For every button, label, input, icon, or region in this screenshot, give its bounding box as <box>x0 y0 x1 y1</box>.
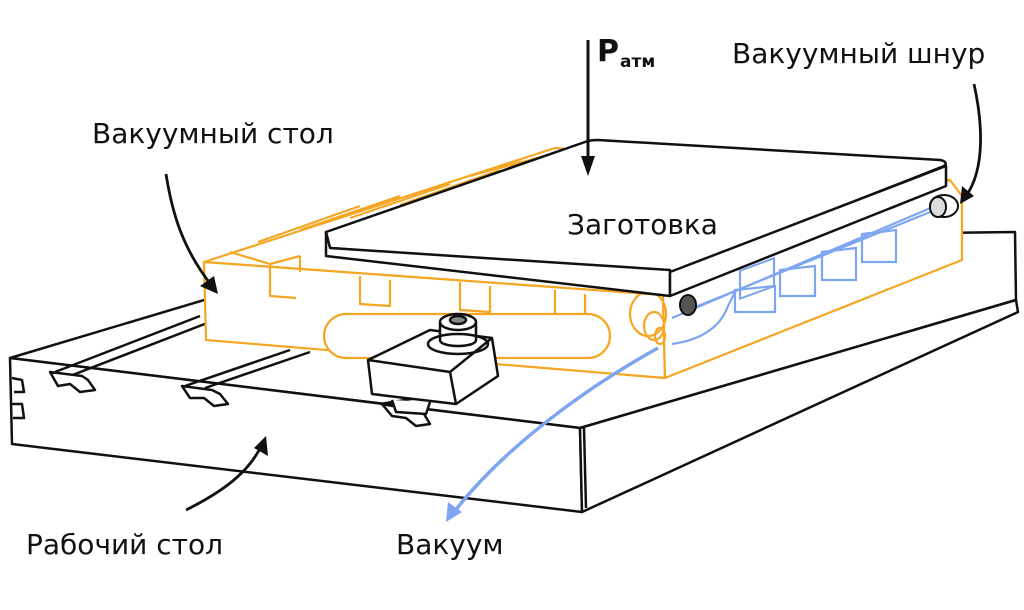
leader-vacuum-cord <box>960 83 982 204</box>
vacuum-table-rib <box>257 158 541 244</box>
pressure-label-main: P <box>597 34 619 69</box>
clamp <box>366 312 500 416</box>
work-table-label: Рабочий стол <box>26 528 224 561</box>
clamp-foot <box>390 399 432 416</box>
clamp-top <box>367 337 493 405</box>
pressure-label: Pатм <box>597 34 656 72</box>
t-slot-profile <box>180 384 230 408</box>
vacuum-table-rib <box>229 250 302 300</box>
workpiece-label: Заготовка <box>567 208 718 241</box>
edge-notch <box>12 402 26 420</box>
vacuum-table-label: Вакуумный стол <box>92 117 334 150</box>
t-slot-profile <box>48 370 97 394</box>
vacuum-table-cut <box>458 282 492 314</box>
leader-vacuum-table <box>164 173 218 294</box>
vacuum-flow-arrow <box>446 346 659 522</box>
vacuum-cord-label: Вакуумный шнур <box>732 37 986 70</box>
vacuum-channels <box>671 202 941 346</box>
vacuum-cord <box>929 194 959 218</box>
clamp-washer <box>426 332 490 356</box>
pressure-label-sub: атм <box>620 52 656 72</box>
edge-notch <box>11 376 26 394</box>
edge-line <box>582 427 588 509</box>
pressure-arrow <box>581 40 595 176</box>
t-slot-groove <box>54 314 216 378</box>
t-slot-groove <box>184 348 311 390</box>
clamp-bolt-socket <box>448 314 468 326</box>
workpiece-side <box>668 164 948 298</box>
leader-work-table <box>185 436 268 512</box>
vacuum-table-cut <box>358 276 392 308</box>
clamp-body <box>366 328 500 406</box>
work-table-side <box>578 298 1020 514</box>
workpiece <box>324 138 948 298</box>
vacuum-hole <box>679 294 697 316</box>
vacuum-label: Вакуум <box>396 528 504 561</box>
